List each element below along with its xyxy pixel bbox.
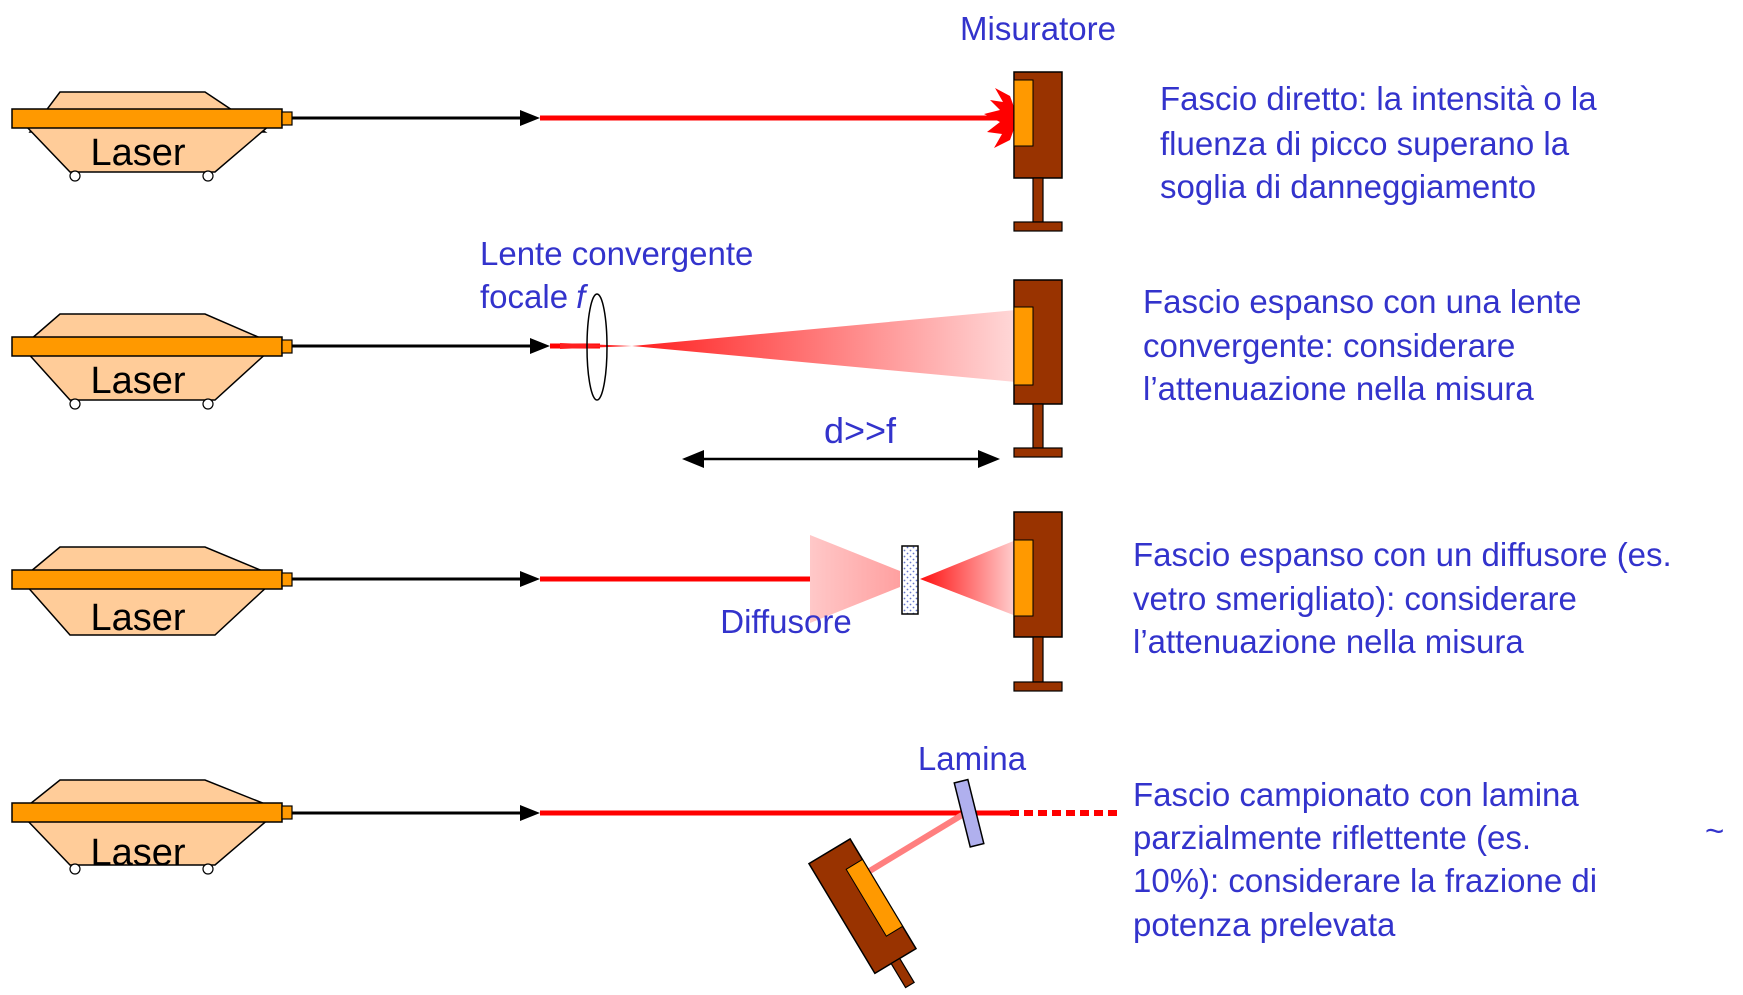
plate-body — [953, 778, 985, 848]
laser-4-label: Laser — [90, 832, 185, 874]
meter-4-post — [890, 957, 915, 989]
laser-1-label: Laser — [90, 132, 185, 174]
meter-2-window — [1013, 306, 1034, 386]
laser-2-top — [27, 313, 266, 341]
converging-lens-icon — [586, 293, 608, 401]
diffuser-label: Diffusore — [720, 603, 851, 640]
laser-2-wheel-left — [69, 398, 81, 410]
meter-1-post — [1032, 177, 1044, 223]
distance-arrow-right — [978, 450, 1000, 468]
beam-1-arrow — [520, 110, 540, 126]
beam-2-expanding-cone — [632, 310, 1016, 382]
laser-1-nozzle — [281, 111, 293, 126]
diffuser-icon — [901, 545, 919, 615]
meter-2-foot — [1013, 447, 1063, 458]
distance-label: d>>f — [824, 410, 897, 451]
laser-2-label: Laser — [90, 360, 185, 402]
laser-1-wheel-right — [202, 170, 214, 182]
meter-4 — [807, 837, 918, 989]
laser-4-wheel-right — [202, 863, 214, 875]
laser-4-nozzle — [281, 805, 293, 820]
laser-1-wheel-left — [69, 170, 81, 182]
beam-4-reflected — [866, 812, 964, 875]
beam-4-arrow — [520, 805, 540, 821]
lens-label-line1: Lente convergente — [480, 235, 753, 272]
beam-3-diffuse-cone — [810, 535, 900, 623]
row-3-description: Fascio espanso con un diffusore (es. vet… — [1133, 536, 1681, 660]
laser-1: Laser — [11, 91, 293, 182]
laser-4: Laser — [11, 779, 293, 875]
distance-arrow-left — [682, 450, 704, 468]
laser-4-top — [27, 779, 266, 805]
laser-3-label: Laser — [90, 597, 185, 639]
meter-3-post — [1032, 636, 1044, 683]
row-1-description: Fascio diretto: la intensità o la fluenz… — [1160, 80, 1606, 205]
beam-2-converging — [560, 343, 632, 349]
laser-2-nozzle — [281, 339, 293, 354]
meter-3-window — [1013, 539, 1034, 617]
damage-burst-icon — [984, 88, 1018, 148]
meter-3-foot — [1013, 681, 1063, 692]
laser-3: Laser — [11, 546, 293, 639]
tilde-mark: ~ — [1705, 812, 1724, 849]
laser-3-top — [27, 546, 266, 573]
meter-2 — [1013, 279, 1063, 458]
laser-4-wheel-left — [69, 863, 81, 875]
beam-3-arrow — [520, 571, 540, 587]
meter-1-window — [1013, 79, 1034, 147]
partial-reflecting-plate-icon — [953, 778, 985, 848]
laser-4-tube — [11, 802, 283, 823]
row-4-description: Fascio campionato con lamina parzialment… — [1133, 776, 1606, 943]
beam-2-arrow — [530, 338, 550, 354]
plate-label: Lamina — [918, 740, 1027, 777]
laser-2-wheel-right — [202, 398, 214, 410]
meter-4-window — [845, 858, 904, 937]
laser-1-tube — [11, 108, 283, 129]
row-2-description: Fascio espanso con una lente convergente… — [1143, 283, 1591, 407]
meter-1 — [1013, 71, 1063, 232]
laser-2-tube — [11, 336, 283, 357]
laser-3-tube — [11, 569, 283, 590]
meter-1-foot — [1013, 221, 1063, 232]
laser-3-nozzle — [281, 572, 293, 587]
misuratore-label: Misuratore — [960, 10, 1116, 47]
laser-2: Laser — [11, 313, 293, 410]
meter-3 — [1013, 511, 1063, 692]
beam-3-output-cone — [920, 540, 1016, 616]
meter-2-post — [1032, 403, 1044, 449]
